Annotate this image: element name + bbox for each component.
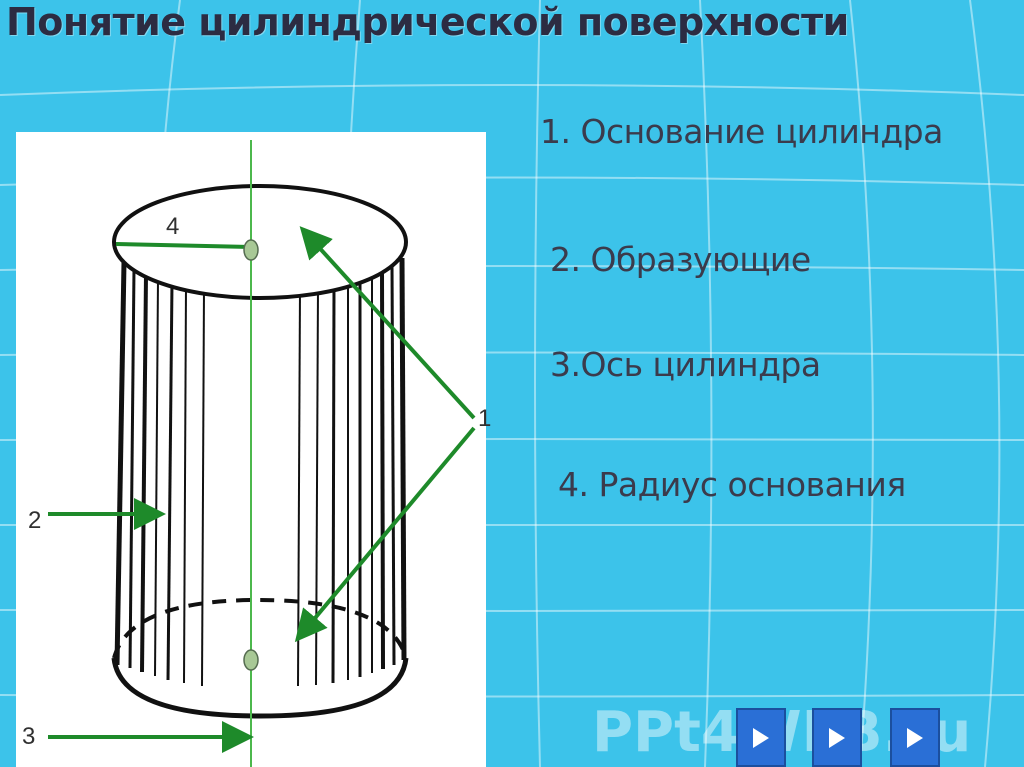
top-base-ellipse xyxy=(112,184,408,300)
legend-item-axis: 3.Ось цилиндра xyxy=(550,345,821,384)
nav-button-home[interactable] xyxy=(812,708,862,767)
legend-item-base: 1. Основание цилиндра xyxy=(540,112,943,151)
bottom-base-back xyxy=(112,597,408,659)
play-icon xyxy=(753,727,769,748)
nav-button-next[interactable] xyxy=(890,708,940,767)
label-generatrix: 2 xyxy=(28,507,41,534)
play-icon xyxy=(907,727,923,748)
radius-line xyxy=(115,242,252,249)
bottom-base-front xyxy=(111,657,409,719)
label-radius: 4 xyxy=(166,213,179,240)
arrow-base-top xyxy=(299,226,476,420)
label-base: 1 xyxy=(478,405,491,432)
generatrix-lines xyxy=(114,257,407,687)
top-center-point xyxy=(243,239,259,261)
nav-button-previous[interactable] xyxy=(736,708,786,767)
legend-item-radius: 4. Радиус основания xyxy=(558,465,906,504)
label-axis: 3 xyxy=(22,723,35,750)
legend-item-generatrix: 2. Образующие xyxy=(550,240,811,279)
bottom-center-point xyxy=(243,649,259,671)
slide-title: Понятие цилиндрической поверхности xyxy=(6,0,849,44)
arrow-base-bottom xyxy=(294,426,476,643)
play-icon xyxy=(829,727,845,748)
